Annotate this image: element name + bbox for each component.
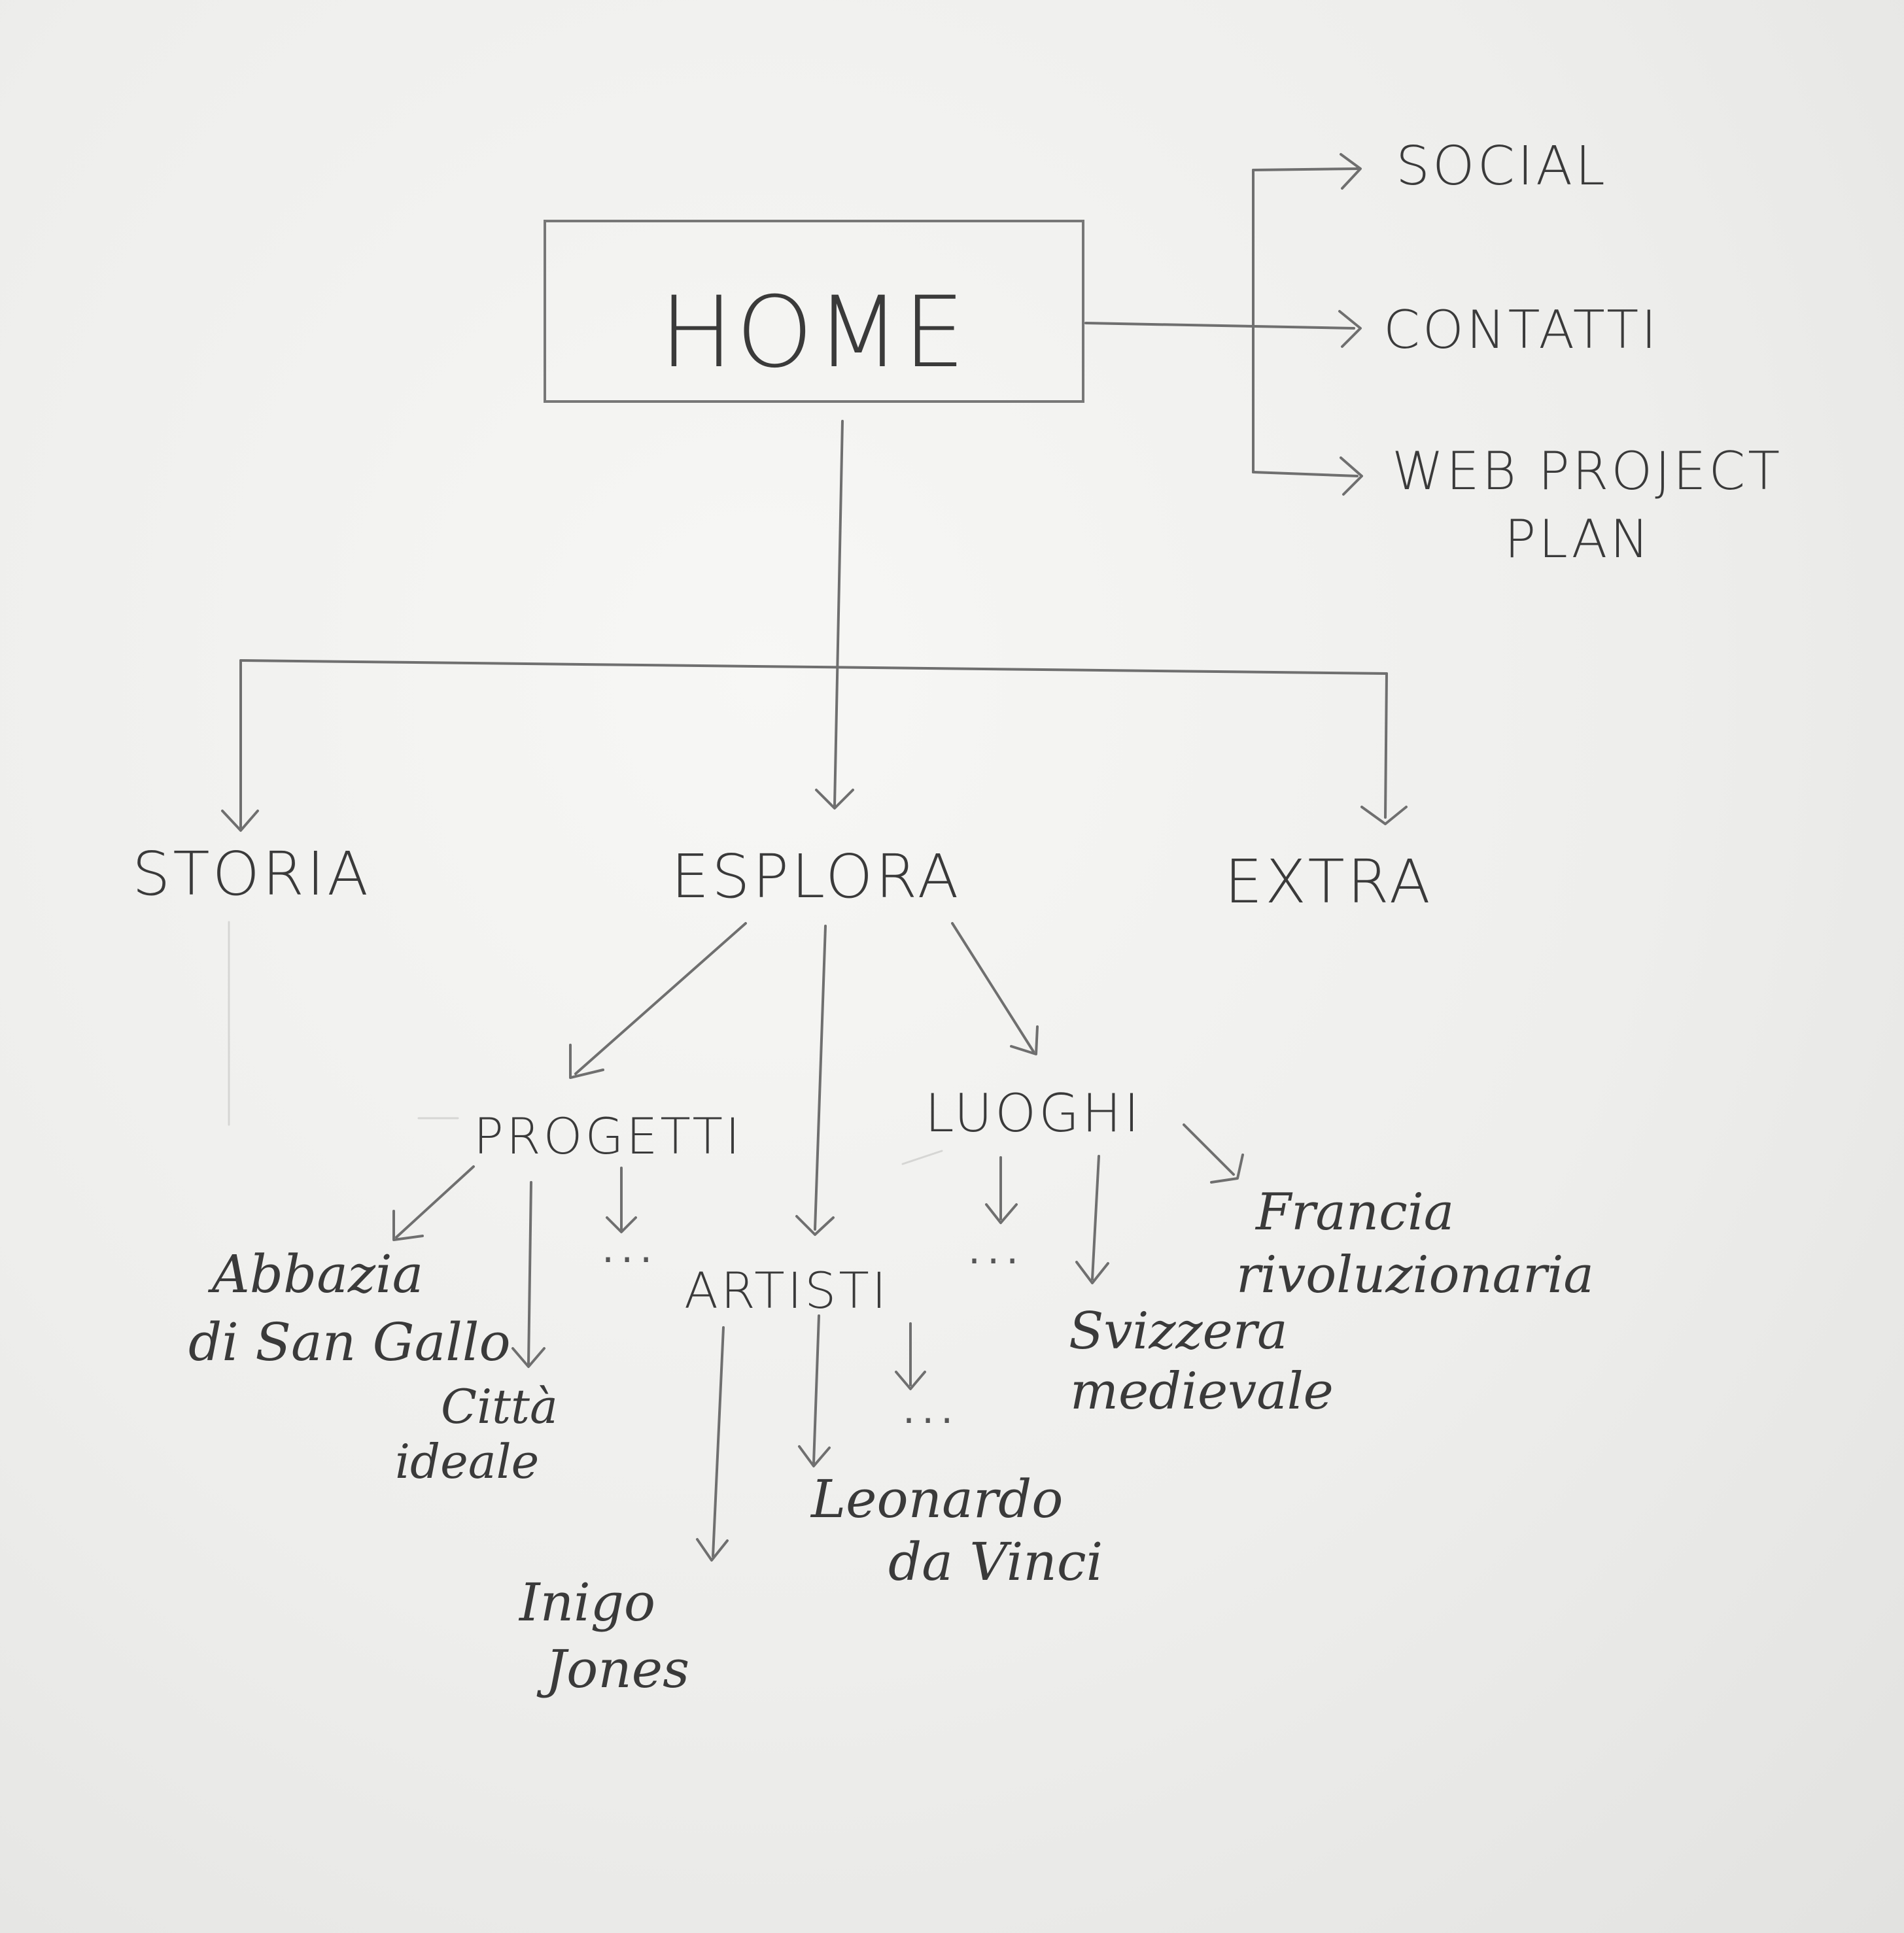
arrowhead-storia — [221, 810, 259, 832]
web-project-plan-line1: WEB PROJECT — [1392, 441, 1782, 502]
abbazia-line1: Abbazia — [207, 1244, 423, 1305]
arrowhead-citta — [511, 1347, 545, 1368]
edge-progetti-abbazia — [395, 1165, 475, 1239]
citta-ideale-label: Città ideale — [395, 1379, 573, 1489]
extra-label: EXTRA — [1224, 847, 1433, 917]
arrowhead-leonardo — [798, 1445, 831, 1467]
abbazia-line2: di San Gallo — [188, 1312, 511, 1373]
edge-esplora-luoghi — [951, 922, 1035, 1053]
francia-label: Francia rivoluzionaria — [1236, 1183, 1594, 1305]
svizzera-line1: Svizzera — [1069, 1302, 1288, 1361]
arrowhead-francia — [1210, 1154, 1244, 1184]
arrowhead-svizzera — [1075, 1261, 1109, 1284]
arrowhead-esplora — [815, 789, 854, 810]
edge-home-esplora — [833, 420, 844, 807]
arrowhead-social — [1340, 153, 1362, 190]
leonardo-line2: da Vinci — [888, 1531, 1103, 1592]
edge-bar-extra — [1384, 672, 1388, 819]
social-label: SOCIAL — [1396, 135, 1608, 197]
home-down-connectors — [221, 420, 1408, 1126]
artisti-connectors — [696, 1314, 926, 1562]
edge-bracket-social — [1252, 167, 1359, 171]
edge-esplora-artisti — [814, 925, 827, 1231]
arrowhead-artisti-more — [895, 1371, 926, 1390]
abbazia-label: Abbazia di San Gallo — [188, 1244, 511, 1373]
citta-line1: Città — [441, 1379, 558, 1434]
home-box — [544, 220, 1084, 403]
arrowhead-luoghi — [1010, 1025, 1039, 1055]
edge-luoghi-svizzera — [1091, 1155, 1100, 1280]
web-project-plan-line2: PLAN — [1504, 509, 1652, 570]
luoghi-connectors — [901, 1123, 1244, 1284]
progetti-connectors — [392, 1165, 637, 1368]
arrowhead-progetti — [569, 1044, 604, 1079]
francia-line1: Francia — [1255, 1183, 1454, 1242]
edge-progetti-citta — [527, 1181, 532, 1365]
leonardo-label: Leonardo da Vinci — [810, 1469, 1103, 1592]
artisti-label: ARTISTI — [684, 1261, 889, 1320]
arrowhead-artisti — [795, 1215, 835, 1236]
arrowhead-abbazia — [392, 1210, 424, 1241]
home-label: HOME — [659, 276, 967, 390]
edge-home-contatti — [1084, 322, 1355, 330]
svizzera-label: Svizzera medievale — [1069, 1302, 1334, 1421]
leonardo-line1: Leonardo — [810, 1469, 1063, 1530]
web-project-plan-label: WEB PROJECT PLAN — [1392, 441, 1802, 570]
edge-artisti-leonardo — [812, 1314, 820, 1465]
citta-line2: ideale — [395, 1434, 539, 1489]
arrowhead-extra — [1360, 806, 1408, 825]
arrowhead-contatti — [1338, 310, 1362, 348]
inigo-line1: Inigo — [518, 1572, 655, 1633]
faint-guide-luoghi — [901, 1150, 943, 1165]
luoghi-more-label: ... — [968, 1227, 1025, 1273]
progetti-more-label: ... — [602, 1226, 659, 1272]
progetti-label: PROGETTI — [474, 1107, 742, 1165]
edge-horizontal-bar — [239, 659, 1388, 675]
arrowhead-progetti-more — [606, 1216, 637, 1233]
francia-line2: rivoluzionaria — [1236, 1246, 1594, 1305]
edge-luoghi-francia — [1183, 1123, 1235, 1176]
edge-esplora-progetti — [574, 922, 747, 1075]
svizzera-line2: medievale — [1070, 1362, 1334, 1421]
esplora-connectors — [417, 922, 1039, 1236]
edge-bracket-web — [1252, 471, 1359, 477]
inigo-line2: Jones — [536, 1639, 689, 1700]
luoghi-label: LUOGHI — [925, 1083, 1142, 1144]
storia-label: STORIA — [132, 839, 371, 909]
inigo-jones-label: Inigo Jones — [518, 1572, 689, 1700]
contatti-label: CONTATTI — [1383, 299, 1659, 360]
arrowhead-luoghi-more — [985, 1203, 1018, 1224]
edge-artisti-inigo — [712, 1326, 725, 1558]
esplora-label: ESPLORA — [671, 842, 961, 912]
arrowhead-web — [1340, 456, 1363, 496]
home-right-connectors — [1084, 153, 1363, 496]
arrowhead-inigo — [696, 1538, 729, 1562]
artisti-more-label: ... — [903, 1387, 960, 1433]
